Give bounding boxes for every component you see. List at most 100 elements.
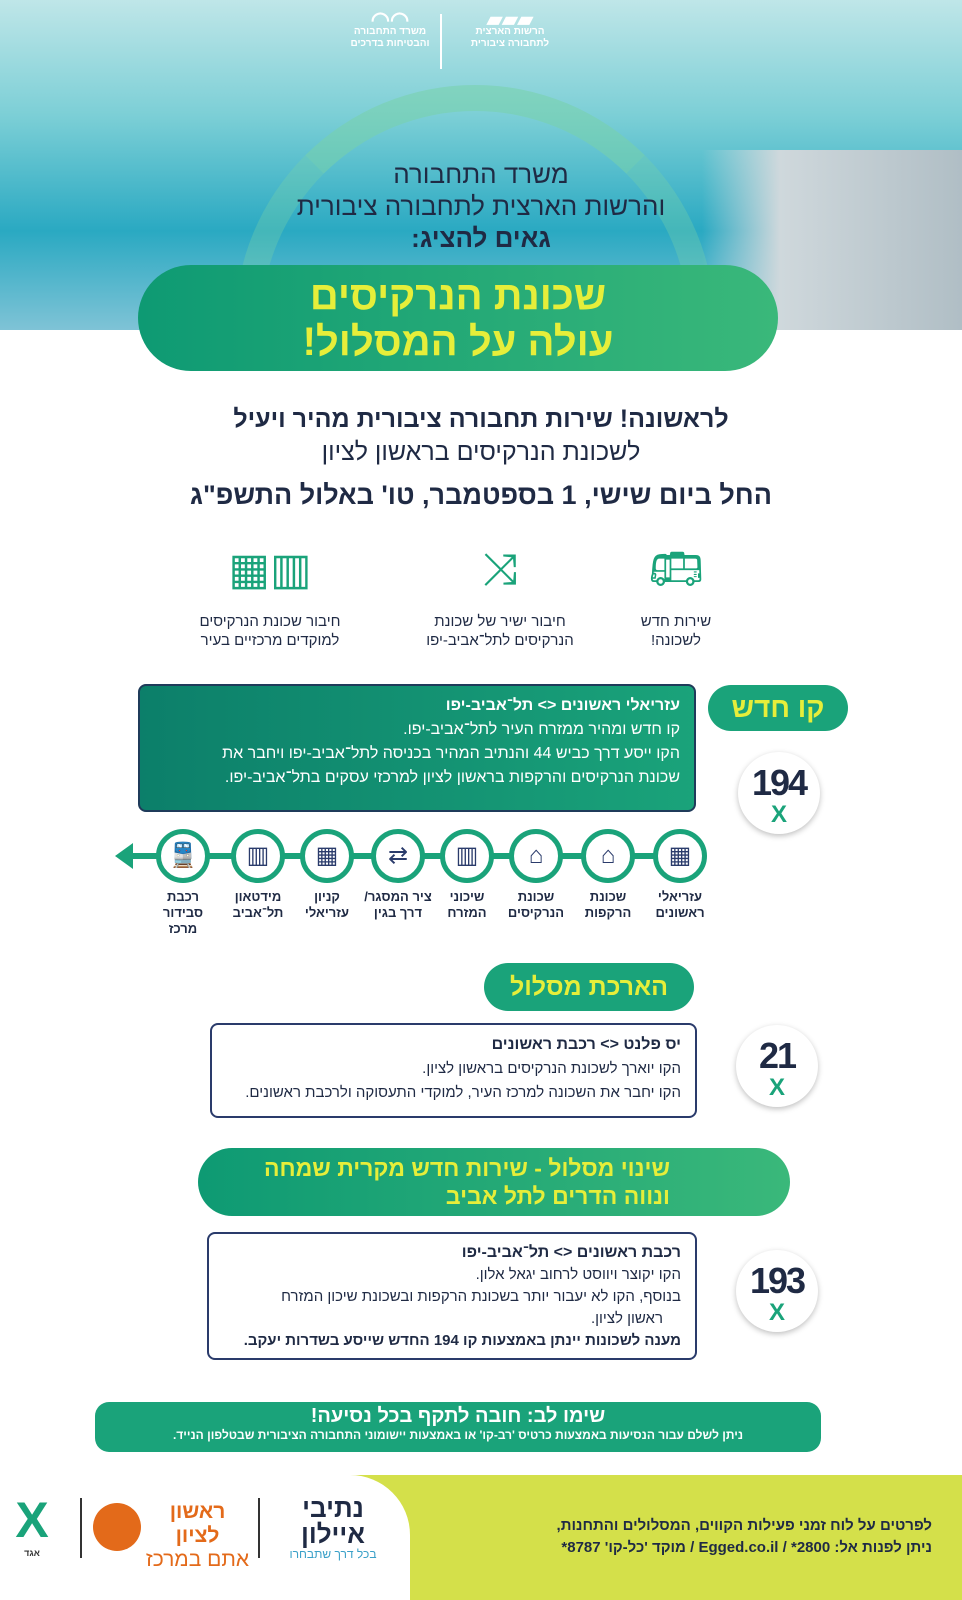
ministry-logo: ◠◠משרד התחבורה והבטיחות בדרכים <box>350 7 430 50</box>
title-line-1: משרד התחבורה <box>393 159 569 189</box>
house-icon: ⌂ <box>509 829 563 883</box>
logo-divider <box>440 14 442 69</box>
rishon-text: אתם במרכז <box>145 1548 250 1571</box>
line-21-box: יס פלנט <> רכבת ראשונים הקו יוארך לשכונת… <box>210 1023 697 1118</box>
validation-notice: שימו לב: חובה לתקף בכל נסיעה! ניתן לשלם … <box>95 1402 821 1452</box>
stop-name: הרקפות <box>584 905 632 920</box>
feature-text: חיבור ישיר של שכונת <box>434 613 566 630</box>
feature-city-centers: ▥▦ חיבור שכונת הנרקיסים למוקדים מרכזיים בע… <box>170 540 370 650</box>
footer-line-1: לפרטים על לוח זמני פעילות הקווים, המסלול… <box>556 1517 932 1534</box>
line-21-desc: הקו יוארך לשכונת הנרקיסים בראשון לציון. <box>422 1060 681 1077</box>
feature-text: הנרקיסים לתל־אביב-יפו <box>426 632 574 649</box>
new-line-tag: קו חדש <box>708 685 848 731</box>
stop-name: שכונת <box>589 889 627 904</box>
route-stop: ⇄ ציר המסגר/דרך בגין <box>361 829 435 921</box>
authority-logo-text: הרשות הארצית לתחבורה ציבורית <box>470 26 550 49</box>
route-change-line-2: ונווה הדרים לתל אביב <box>445 1183 670 1209</box>
tower-icon: ▥ <box>231 829 285 883</box>
extension-tag: הארכת מסלול <box>484 963 694 1011</box>
footer-logos-area <box>0 1475 410 1600</box>
ayalon-text: איילון <box>301 1519 365 1549</box>
line-194-desc: הקו ייסע דרך כביש 44 והנתיב המהיר בכניסה… <box>222 745 680 762</box>
line-21-desc: הקו יחבר את השכונה למרכז העיר, למוקדי הת… <box>245 1084 681 1101</box>
stop-name: קניון <box>314 889 340 904</box>
footer-divider <box>80 1498 82 1558</box>
headline-pill: שכונת הנרקיסים עולה על המסלול! <box>138 265 778 371</box>
egged-icon: X <box>768 1299 785 1326</box>
feature-text: לשכונה! <box>650 632 702 649</box>
egged-icon: X <box>15 1492 49 1548</box>
line-number: 21 <box>758 1035 797 1076</box>
line-194-box: עזריאלי ראשונים <> תל־אביב-יפו קו חדש ומ… <box>138 684 696 812</box>
egged-text: אגד <box>24 1548 40 1558</box>
stop-name: ראשונים <box>655 905 705 920</box>
ayalon-logo: נתיבי איילון בכל דרך שתבחרו <box>268 1495 398 1561</box>
egged-icon: X <box>770 801 787 828</box>
notice-title: שימו לב: חובה לתקף בכל נסיעה! <box>310 1405 606 1427</box>
arrows-icon: ⇄ <box>371 829 425 883</box>
headline-line-1: שכונת הנרקיסים <box>309 274 607 318</box>
stop-name: המזרח <box>447 905 487 920</box>
route-change-tag: שינוי מסלול - שירות חדש מקרית שמחה ונווה… <box>198 1148 790 1216</box>
line-193-desc: בנוסף, הקו לא יעבור יותר בשכונת הרקפות ו… <box>281 1288 681 1305</box>
intro-line-1: לראשונה! שירות תחבורה ציבורית מהיר ויעיל <box>233 405 729 433</box>
ayalon-tagline: בכל דרך שתבחרו <box>289 1547 377 1561</box>
egged-icon: X <box>768 1074 785 1101</box>
feature-text: למוקדים מרכזיים בעיר <box>200 632 340 649</box>
stop-name: עזריאלי <box>304 905 350 920</box>
stop-name: מידטאון <box>234 889 282 904</box>
route-icon: ⤨ <box>482 545 518 594</box>
line-194-desc: שכונת הנרקיסים והרקפות בראשון לציון למרכ… <box>224 769 680 786</box>
rishon-emblem-icon <box>93 1503 141 1551</box>
line-193-desc: הקו יקוצר ויווסט לרחוב יגאל אלון. <box>475 1266 681 1283</box>
mall-icon: ▦ <box>300 829 354 883</box>
route-change-line-1: שינוי מסלול - שירות חדש מקרית שמחה <box>263 1155 670 1181</box>
stop-name: מרכז <box>168 921 198 936</box>
line-193-title: רכבת ראשונים <> תל־אביב-יפו <box>461 1244 681 1261</box>
line-193-note: מענה לשכונות יינתן באמצעות קו 194 החדש ש… <box>243 1332 681 1349</box>
building-icon: ▥ <box>440 829 494 883</box>
ministry-logo-text: משרד התחבורה והבטיחות בדרכים <box>350 26 430 49</box>
line-194-desc: קו חדש ומהיר ממזרח העיר לתל־אביב-יפו. <box>403 721 680 738</box>
stop-name: עזריאלי <box>657 889 703 904</box>
title-line-2: והרשות הארצית לתחבורה ציבורית <box>296 191 666 221</box>
title-line-3: גאים להציג: <box>411 223 551 253</box>
bus-icon: 🚌︎ <box>648 545 704 594</box>
stop-label: ציר המסגר/דרך בגין <box>361 889 435 921</box>
footer-divider <box>258 1498 260 1558</box>
house-icon: ⌂ <box>581 829 635 883</box>
stop-name: רכבת סבידור <box>162 889 204 920</box>
line-21-title: יס פלנט <> רכבת ראשונים <box>491 1036 681 1053</box>
line-number: 194 <box>751 762 808 803</box>
stop-name: הנרקיסים <box>507 905 565 920</box>
notice-text: ניתן לשלם עבור הנסיעות באמצעות כרטיס 'רב… <box>172 1428 744 1442</box>
line-193-box: רכבת ראשונים <> תל־אביב-יפו הקו יקוצר וי… <box>207 1232 697 1360</box>
intro-line-2: לשכונת הנרקיסים בראשון לציון <box>321 438 641 466</box>
feature-direct-link: ⤨ חיבור ישיר של שכונת הנרקיסים לתל־אביב-יפ… <box>400 540 600 650</box>
rishon-logo: ראשון לציון אתם במרכז <box>145 1500 250 1572</box>
headline-line-2: עולה על המסלול! <box>302 320 614 364</box>
buildings-icon: ▥▦ <box>228 545 312 594</box>
line-194-title: עזריאלי ראשונים <> תל־אביב-יפו <box>445 697 680 714</box>
feature-text: חיבור שכונת הנרקיסים <box>199 613 341 630</box>
line-193-desc: ראשון לציון. <box>590 1310 663 1327</box>
start-date: החל ביום שישי, 1 בספטמבר, טו' באלול התשפ… <box>190 480 772 510</box>
stop-name: שכונת <box>517 889 555 904</box>
